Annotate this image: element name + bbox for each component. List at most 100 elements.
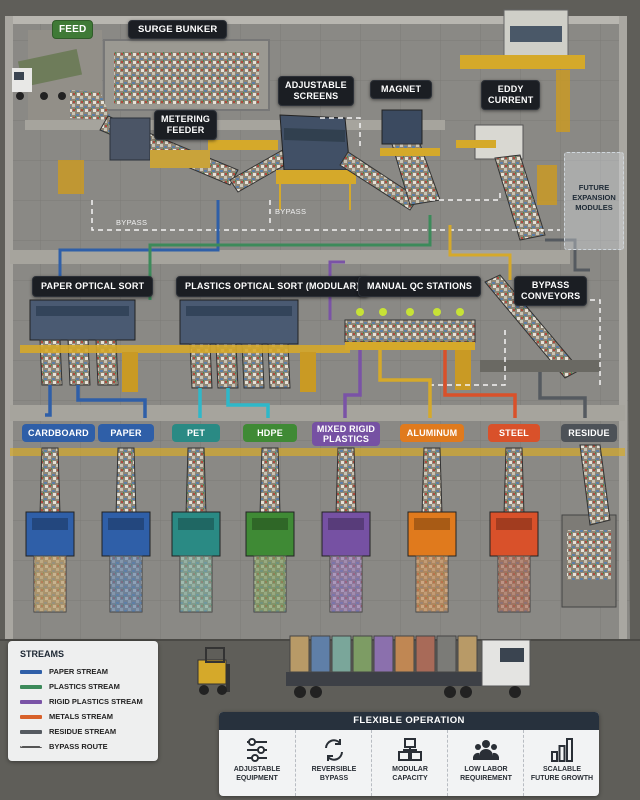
flexible-operation-panel: FLEXIBLE OPERATION ADJUSTABLE EQUIPMENT R… bbox=[219, 712, 599, 796]
legend-item: METALS STREAM bbox=[20, 712, 113, 724]
truck-bale bbox=[394, 635, 415, 673]
legend-label: RIGID PLASTICS STREAM bbox=[49, 697, 143, 706]
adjustable-screens-label: ADJUSTABLE SCREENS bbox=[278, 76, 354, 106]
bale-texture bbox=[34, 556, 66, 612]
baler-panel bbox=[32, 518, 68, 530]
reverse-arrows-icon bbox=[325, 739, 343, 761]
flex-item-label: LOW LABOR REQUIREMENT bbox=[460, 766, 512, 782]
baler bbox=[321, 511, 371, 557]
legend-item: PAPER STREAM bbox=[20, 667, 108, 679]
output-conveyor bbox=[421, 447, 443, 516]
legend-swatch bbox=[20, 746, 42, 749]
baler-panel bbox=[108, 518, 144, 530]
growth-bars-icon bbox=[551, 738, 573, 762]
feed-truck bbox=[12, 49, 83, 100]
baler bbox=[489, 511, 539, 557]
bale-truck bbox=[286, 635, 531, 698]
bale-texture bbox=[254, 556, 286, 612]
metering-feeder-label: METERING FEEDER bbox=[154, 110, 218, 140]
baler bbox=[245, 511, 295, 557]
legend-swatch bbox=[20, 700, 42, 705]
truck-bale bbox=[289, 635, 310, 673]
flex-item: SCALABLE FUTURE GROWTH bbox=[523, 730, 599, 796]
legend-label: PAPER STREAM bbox=[49, 667, 109, 676]
output-conveyor bbox=[259, 447, 281, 516]
bale-texture bbox=[498, 556, 530, 612]
paper-optical-sort-label: PAPER OPTICAL SORT bbox=[32, 276, 154, 297]
baler-panel bbox=[414, 518, 450, 530]
baler bbox=[25, 511, 75, 557]
flex-item-label: ADJUSTABLE EQUIPMENT bbox=[233, 766, 281, 782]
output-label: PAPER bbox=[98, 424, 154, 442]
truck-bale bbox=[331, 635, 352, 673]
baler-panel bbox=[496, 518, 532, 530]
streams-legend: STREAMS PAPER STREAM PLASTICS STREAM RIGID… bbox=[8, 641, 158, 761]
output-conveyor bbox=[185, 447, 207, 516]
bypass-conveyors-label: BYPASS CONVEYORS bbox=[514, 276, 588, 306]
feed-label: FEED bbox=[52, 20, 94, 39]
legend-item: RIGID PLASTICS STREAM bbox=[20, 697, 143, 709]
output-label: MIXED RIGID PLASTICS bbox=[312, 422, 380, 446]
people-icon bbox=[473, 740, 499, 760]
flex-item: ADJUSTABLE EQUIPMENT bbox=[219, 730, 295, 796]
legend-swatch bbox=[20, 730, 42, 735]
baler-panel bbox=[252, 518, 288, 530]
plastics-optical-sort-label: PLASTICS OPTICAL SORT (MODULAR) bbox=[176, 276, 369, 297]
flex-item-label: SCALABLE FUTURE GROWTH bbox=[530, 766, 594, 782]
surge-bunker-label: SURGE BUNKER bbox=[128, 20, 228, 39]
output-conveyor bbox=[39, 447, 61, 516]
manual-qc-stations-label: MANUAL QC STATIONS bbox=[358, 276, 482, 297]
bale-texture bbox=[110, 556, 142, 612]
flex-item-label: MODULAR CAPACITY bbox=[392, 766, 428, 782]
flex-item-label: REVERSIBLE BYPASS bbox=[311, 766, 357, 782]
baler bbox=[101, 511, 151, 557]
legend-title: STREAMS bbox=[20, 649, 65, 659]
baler bbox=[407, 511, 457, 557]
baler-panel bbox=[178, 518, 214, 530]
flex-item: LOW LABOR REQUIREMENT bbox=[447, 730, 524, 796]
output-label: HDPE bbox=[243, 424, 297, 442]
truck-bale bbox=[352, 635, 373, 673]
baler bbox=[171, 511, 221, 557]
legend-item: PLASTICS STREAM bbox=[20, 682, 120, 694]
flexible-operation-title: FLEXIBLE OPERATION bbox=[219, 712, 599, 730]
future-expansion-modules: FUTURE EXPANSION MODULES bbox=[564, 152, 624, 250]
output-label: RESIDUE bbox=[561, 424, 617, 442]
truck-bale bbox=[457, 635, 478, 673]
flex-item: MODULAR CAPACITY bbox=[371, 730, 448, 796]
legend-item: RESIDUE STREAM bbox=[20, 727, 116, 739]
sliders-icon bbox=[247, 738, 267, 762]
legend-swatch bbox=[20, 715, 42, 720]
output-label: STEEL bbox=[488, 424, 540, 442]
flex-item: REVERSIBLE BYPASS bbox=[295, 730, 372, 796]
forklift bbox=[197, 647, 230, 695]
future-expansion-label: FUTURE EXPANSION MODULES bbox=[572, 183, 616, 212]
truck-bale bbox=[373, 635, 394, 673]
legend-swatch bbox=[20, 670, 42, 675]
output-conveyor bbox=[115, 447, 137, 516]
legend-label: METALS STREAM bbox=[49, 712, 114, 721]
truck-bale bbox=[310, 635, 331, 673]
bypass-label-2: BYPASS bbox=[275, 207, 307, 216]
output-conveyor bbox=[503, 447, 525, 516]
legend-swatch bbox=[20, 685, 42, 690]
output-label: CARDBOARD bbox=[22, 424, 95, 442]
baler-panel bbox=[328, 518, 364, 530]
bypass-label-1: BYPASS bbox=[116, 218, 148, 227]
legend-label: PLASTICS STREAM bbox=[49, 682, 120, 691]
output-label: ALUMINUM bbox=[400, 424, 464, 442]
legend-label: BYPASS ROUTE bbox=[49, 742, 108, 751]
bale-texture bbox=[330, 556, 362, 612]
modular-boxes-icon bbox=[398, 738, 422, 761]
output-conveyor bbox=[335, 447, 357, 516]
legend-item: BYPASS ROUTE bbox=[20, 742, 108, 754]
output-label: PET bbox=[172, 424, 220, 442]
truck-bale bbox=[415, 635, 436, 673]
bale-texture bbox=[180, 556, 212, 612]
bale-texture bbox=[416, 556, 448, 612]
magnet-label: MAGNET bbox=[370, 80, 433, 99]
legend-label: RESIDUE STREAM bbox=[49, 727, 117, 736]
truck-bale bbox=[436, 635, 457, 673]
eddy-current-label: EDDY CURRENT bbox=[481, 80, 541, 110]
